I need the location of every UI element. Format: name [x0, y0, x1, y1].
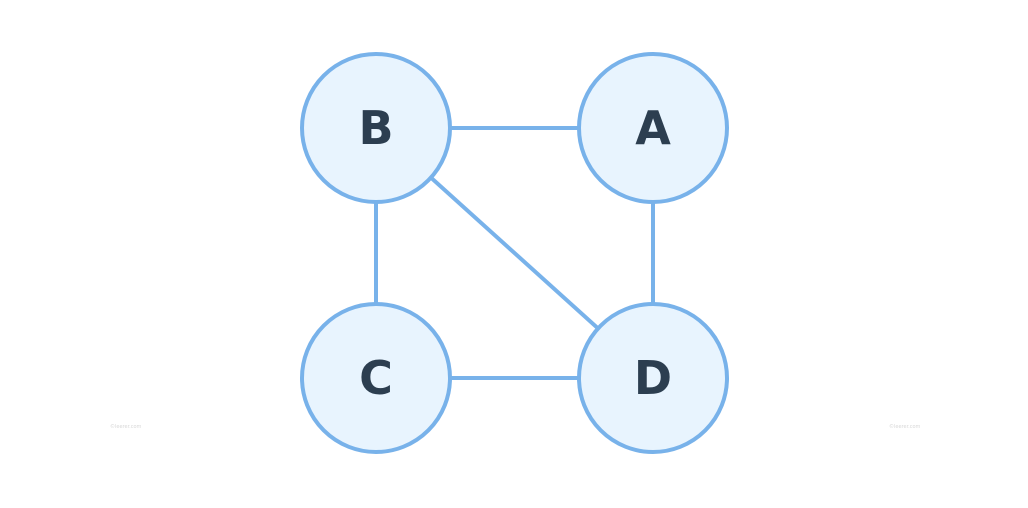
node-b-label: B: [358, 101, 393, 155]
node-a-circle: [577, 52, 729, 204]
node-c-label: C: [359, 351, 393, 405]
watermark-left: ©leerer.com: [110, 424, 142, 430]
node-d-label: D: [634, 351, 672, 405]
node-b: B: [300, 52, 452, 204]
node-c: C: [300, 302, 452, 454]
node-d: D: [577, 302, 729, 454]
node-a: A: [577, 52, 729, 204]
watermark-right: ©leerer.com: [889, 424, 921, 430]
nodes: B A C D: [300, 52, 729, 454]
node-b-circle: [300, 52, 452, 204]
node-a-label: A: [635, 101, 671, 155]
node-d-circle: [577, 302, 729, 454]
node-c-circle: [300, 302, 452, 454]
